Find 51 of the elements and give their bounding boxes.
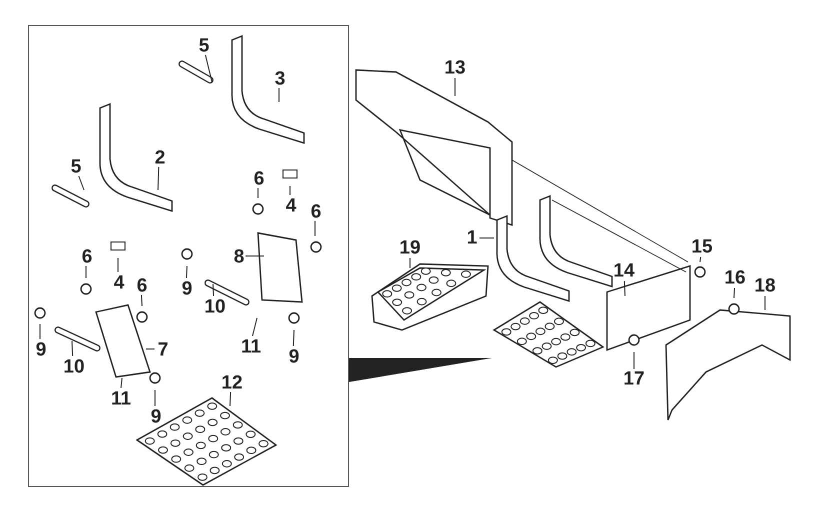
leader-line	[278, 88, 280, 102]
callout-number: 8	[234, 248, 244, 266]
leader-line	[78, 176, 84, 190]
callout-number: 5	[70, 158, 82, 176]
callout-number: 11	[240, 338, 262, 356]
leader-line	[146, 348, 155, 350]
leader-line	[212, 284, 214, 296]
callout-number: 16	[724, 268, 746, 288]
callout-number: 12	[221, 374, 243, 392]
callout-number: 9	[182, 280, 192, 298]
callout-number: 6	[136, 276, 148, 296]
leader-line	[314, 220, 316, 236]
callout-number: 9	[288, 348, 300, 366]
callout-number: 4	[114, 274, 124, 292]
callout-number: 6	[310, 202, 322, 222]
leader-line	[624, 280, 626, 296]
leader-line	[72, 340, 74, 356]
leader-line	[186, 266, 188, 278]
leader-line	[292, 330, 294, 346]
callout-number: 6	[82, 248, 92, 266]
callout-number: 5	[198, 36, 210, 56]
callout-number: 9	[36, 340, 46, 360]
leader-line	[120, 378, 122, 388]
callout-number: 17	[623, 370, 645, 388]
callout-number: 10	[63, 358, 85, 376]
leader-line	[230, 392, 232, 406]
leader-line	[204, 54, 212, 82]
callout-number: 4	[286, 196, 296, 216]
panel-frame	[28, 25, 349, 487]
callout-number: 18	[754, 276, 776, 296]
callout-number: 7	[158, 340, 168, 360]
callout-number: 13	[444, 58, 466, 78]
callout-number: 9	[150, 408, 162, 426]
callout-number: 6	[254, 170, 264, 188]
wedge-arrow	[349, 358, 492, 382]
leader-line	[764, 296, 766, 310]
callout-number: 2	[154, 148, 166, 168]
leader-line	[140, 294, 142, 306]
leader-line	[454, 78, 456, 96]
leader-line	[700, 256, 702, 262]
callout-number: 15	[691, 238, 713, 256]
leader-line	[158, 166, 160, 190]
leader-line	[252, 318, 258, 336]
leader-line	[154, 390, 156, 406]
callout-number: 11	[110, 390, 132, 408]
callout-number: 3	[274, 70, 286, 88]
callout-number: 19	[399, 238, 421, 258]
callout-number: 10	[204, 298, 226, 316]
leader-line	[734, 288, 735, 298]
callout-number: 1	[466, 228, 478, 248]
callout-number: 14	[613, 262, 635, 280]
